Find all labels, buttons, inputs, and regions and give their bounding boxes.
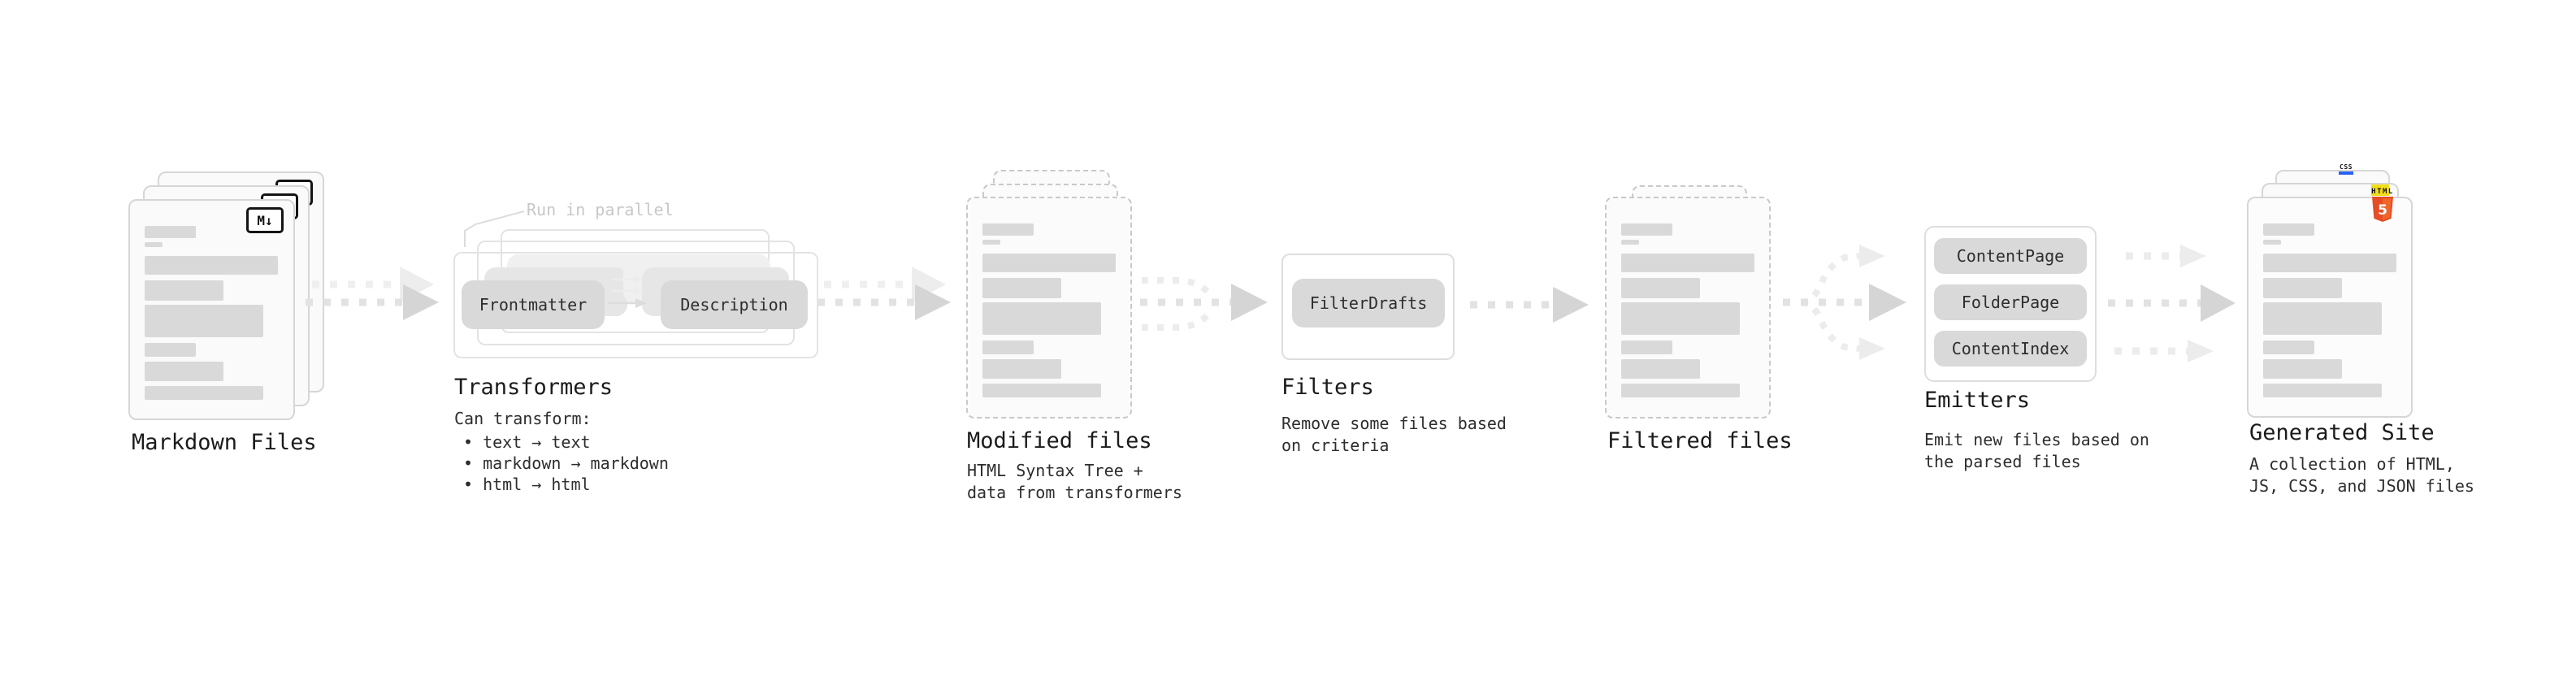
placeholder-text-bar xyxy=(1621,278,1700,298)
placeholder-text-bar xyxy=(145,226,196,238)
filters-sublabel: Remove some files based on criteria xyxy=(1281,413,1507,457)
filtered-files-label: Filtered files xyxy=(1607,428,1793,453)
sublabel-line: on criteria xyxy=(1281,436,1390,455)
sublabel-line: data from transformers xyxy=(967,483,1182,502)
modified-files-sublabel: HTML Syntax Tree + data from transformer… xyxy=(967,460,1182,504)
run-in-parallel-note: Run in parallel xyxy=(527,200,674,219)
sublabel-line: Emit new files based on xyxy=(1924,430,2149,449)
sublabel-line: HTML Syntax Tree + xyxy=(967,461,1143,480)
folderpage-pill: FolderPage xyxy=(1934,284,2087,320)
sublabel-line: the parsed files xyxy=(1924,452,2081,471)
arrow-transformers-to-modified xyxy=(817,267,951,320)
placeholder-text-bar xyxy=(1621,240,1639,245)
placeholder-text-bar xyxy=(1621,254,1754,272)
js-icon xyxy=(2371,184,2389,196)
modified-files-label: Modified files xyxy=(967,428,1152,453)
transformers-label: Transformers xyxy=(454,375,614,400)
sublabel-line: JS, CSS, and JSON files xyxy=(2249,476,2474,496)
transformers-body-title: Can transform: xyxy=(454,409,592,428)
markdown-files-label: Markdown Files xyxy=(132,430,317,455)
placeholder-text-bar xyxy=(982,278,1061,298)
emitters-label: Emitters xyxy=(1924,388,2031,413)
html-file-card-front: HTML 5 xyxy=(2247,188,2413,418)
css-icon: CSS xyxy=(2338,163,2354,175)
placeholder-text-bar xyxy=(2263,302,2382,335)
markdown-file-card-front: M↓ xyxy=(128,199,295,420)
contentindex-pill: ContentIndex xyxy=(1934,331,2087,367)
svg-text:5: 5 xyxy=(2378,202,2387,219)
callout-line xyxy=(464,210,525,247)
placeholder-text-bar xyxy=(2263,359,2342,379)
placeholder-text-bar xyxy=(145,280,223,301)
modified-file-card-front xyxy=(966,197,1132,419)
sublabel-line: Remove some files based xyxy=(1281,414,1507,433)
placeholder-text-bar xyxy=(982,302,1101,335)
generated-site-sublabel: A collection of HTML, JS, CSS, and JSON … xyxy=(2249,453,2474,497)
arrow-markdown-to-transformers xyxy=(306,267,439,320)
sublabel-line: A collection of HTML, xyxy=(2249,454,2455,474)
transformers-bullet-list: • text → text • markdown → markdown • ht… xyxy=(463,432,669,495)
placeholder-text-bar xyxy=(982,359,1061,379)
bullet-item: • html → html xyxy=(463,475,591,494)
placeholder-text-bar xyxy=(2263,384,2382,397)
filtered-file-card-front xyxy=(1605,197,1771,419)
bullet-item: • text → text xyxy=(463,432,591,452)
placeholder-text-bar xyxy=(2263,340,2314,354)
bullet-item: • markdown → markdown xyxy=(463,453,669,473)
arrow-modified-to-filters xyxy=(1140,277,1268,331)
placeholder-text-bar xyxy=(1621,359,1700,379)
placeholder-text-bar xyxy=(1621,223,1672,236)
emitters-sublabel: Emit new files based on the parsed files xyxy=(1924,429,2149,473)
placeholder-text-bar xyxy=(2263,278,2342,298)
filterdrafts-pill: FilterDrafts xyxy=(1292,279,1445,327)
arrow-filtered-to-emitters xyxy=(1783,245,1906,360)
placeholder-text-bar xyxy=(145,362,223,381)
placeholder-text-bar xyxy=(145,305,263,337)
html5-icon: HTML 5 xyxy=(2364,188,2401,222)
arrow-emitters-to-site xyxy=(2108,245,2236,362)
filters-label: Filters xyxy=(1281,375,1374,400)
placeholder-text-bar xyxy=(1621,302,1740,335)
generated-site-label: Generated Site xyxy=(2249,420,2435,445)
placeholder-text-bar xyxy=(145,242,163,247)
parallel-run-arrows xyxy=(608,275,647,308)
placeholder-text-bar xyxy=(982,223,1034,236)
placeholder-text-bar xyxy=(982,384,1101,397)
placeholder-text-bar xyxy=(145,386,263,400)
placeholder-text-bar xyxy=(2263,240,2281,245)
frontmatter-pill: Frontmatter xyxy=(462,280,605,329)
placeholder-text-bar xyxy=(145,343,196,357)
placeholder-text-bar xyxy=(2263,254,2396,272)
placeholder-text-bar xyxy=(982,340,1034,354)
placeholder-text-bar xyxy=(145,256,278,275)
placeholder-text-bar xyxy=(1621,340,1672,354)
placeholder-text-bar xyxy=(1621,384,1740,397)
arrow-filters-to-filtered xyxy=(1470,287,1589,323)
contentpage-pill: ContentPage xyxy=(1934,238,2087,274)
description-pill: Description xyxy=(661,280,808,329)
placeholder-text-bar xyxy=(982,254,1116,272)
placeholder-text-bar xyxy=(982,240,1000,245)
markdown-icon: M↓ xyxy=(246,207,284,233)
placeholder-text-bar xyxy=(2263,223,2314,236)
